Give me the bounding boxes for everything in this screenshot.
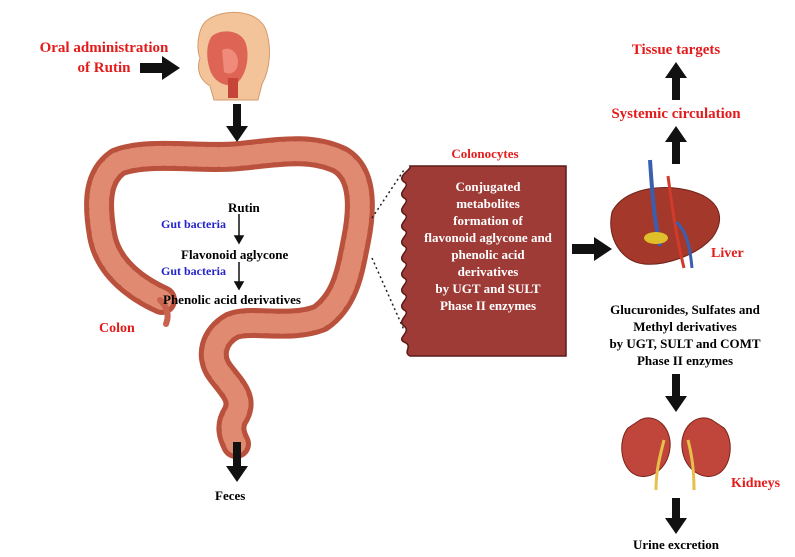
arrow-liver-to-systemic xyxy=(665,126,687,164)
liver-line-3: by UGT, SULT and COMT xyxy=(590,335,780,352)
box-line-5: phenolic acid xyxy=(410,246,566,263)
arrow-liver-to-kidneys xyxy=(665,374,687,412)
oral-administration-label: Oral administration of Rutin xyxy=(4,38,204,78)
arrow-systemic-to-tissue xyxy=(665,62,687,100)
colonocyte-box-text: Conjugated metabolites formation of flav… xyxy=(410,178,566,314)
liver-metabolites-text: Glucuronides, Sulfates and Methyl deriva… xyxy=(590,301,780,369)
box-line-2: metabolites xyxy=(410,195,566,212)
head-illustration xyxy=(198,12,270,100)
box-line-6: derivatives xyxy=(410,263,566,280)
kidneys-illustration xyxy=(622,418,731,490)
liver-illustration xyxy=(611,160,720,268)
gut-bacteria-label-2: Gut bacteria xyxy=(161,264,226,279)
flavonoid-aglycone-label: Flavonoid aglycone xyxy=(181,247,288,263)
liver-label: Liver xyxy=(711,246,744,262)
liver-line-1: Glucuronides, Sulfates and xyxy=(590,301,780,318)
arrow-head-to-colon xyxy=(226,104,248,142)
feces-label: Feces xyxy=(215,488,245,504)
colonocytes-label: Colonocytes xyxy=(430,146,540,162)
colon-label: Colon xyxy=(99,321,135,337)
dotted-link-bottom xyxy=(372,258,404,330)
phenolic-acid-label: Phenolic acid derivatives xyxy=(163,292,301,308)
arrow-box-to-liver xyxy=(572,237,612,261)
tissue-targets-label: Tissue targets xyxy=(596,42,756,59)
box-line-8: Phase II enzymes xyxy=(410,297,566,314)
dotted-link-top xyxy=(372,170,404,218)
oral-line-2: of Rutin xyxy=(4,58,204,78)
box-line-7: by UGT and SULT xyxy=(410,280,566,297)
rutin-label: Rutin xyxy=(228,200,260,216)
kidneys-label: Kidneys xyxy=(731,476,780,492)
liver-line-2: Methyl derivatives xyxy=(590,318,780,335)
urine-excretion-label: Urine excretion xyxy=(616,537,736,553)
box-line-4: flavonoid aglycone and xyxy=(410,229,566,246)
arrow-kidneys-to-urine xyxy=(665,498,687,534)
gut-bacteria-label-1: Gut bacteria xyxy=(161,217,226,232)
systemic-circulation-label: Systemic circulation xyxy=(596,106,756,123)
liver-line-4: Phase II enzymes xyxy=(590,352,780,369)
oral-line-1: Oral administration xyxy=(4,38,204,58)
box-line-1: Conjugated xyxy=(410,178,566,195)
box-line-3: formation of xyxy=(410,212,566,229)
